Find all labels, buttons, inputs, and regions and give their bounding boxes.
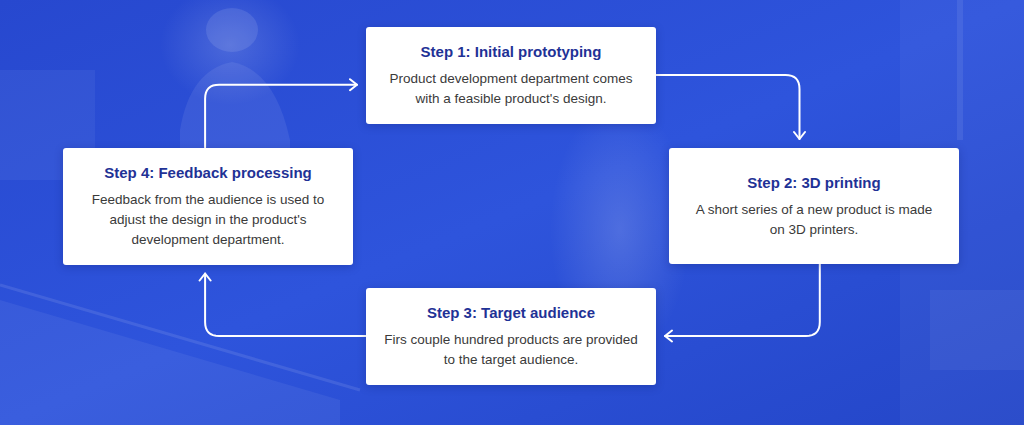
step-description: Firs couple hundred products are provide… bbox=[384, 330, 638, 370]
flow-arrow bbox=[205, 85, 357, 148]
process-box: Step 2: 3D printing A short series of a n… bbox=[669, 148, 959, 264]
conveyor-belt bbox=[0, 300, 340, 425]
process-box: Step 1: Initial prototypingProduct devel… bbox=[366, 27, 656, 124]
step-heading: Step 4: Feedback processing bbox=[81, 163, 335, 183]
step-description: A short series of a new product is made … bbox=[687, 200, 941, 240]
step-description: Feedback from the audience is used to ad… bbox=[81, 190, 335, 250]
machine-pipe bbox=[957, 0, 963, 140]
step-heading: Step 2: 3D printing bbox=[687, 173, 941, 193]
process-box: Step 4: Feedback processingFeedback from… bbox=[63, 148, 353, 265]
flow-arrow bbox=[656, 75, 800, 139]
worker-body bbox=[180, 62, 290, 150]
step-description: Product development department comes wit… bbox=[384, 69, 638, 109]
flow-arrow bbox=[205, 274, 366, 337]
flow-arrow bbox=[665, 264, 820, 336]
worker-head bbox=[206, 8, 258, 52]
process-box: Step 3: Target audienceFirs couple hundr… bbox=[366, 288, 656, 385]
machine-part bbox=[930, 290, 1024, 370]
step-heading: Step 3: Target audience bbox=[384, 303, 638, 323]
step-heading: Step 1: Initial prototyping bbox=[384, 42, 638, 62]
conveyor-rail bbox=[0, 285, 360, 390]
